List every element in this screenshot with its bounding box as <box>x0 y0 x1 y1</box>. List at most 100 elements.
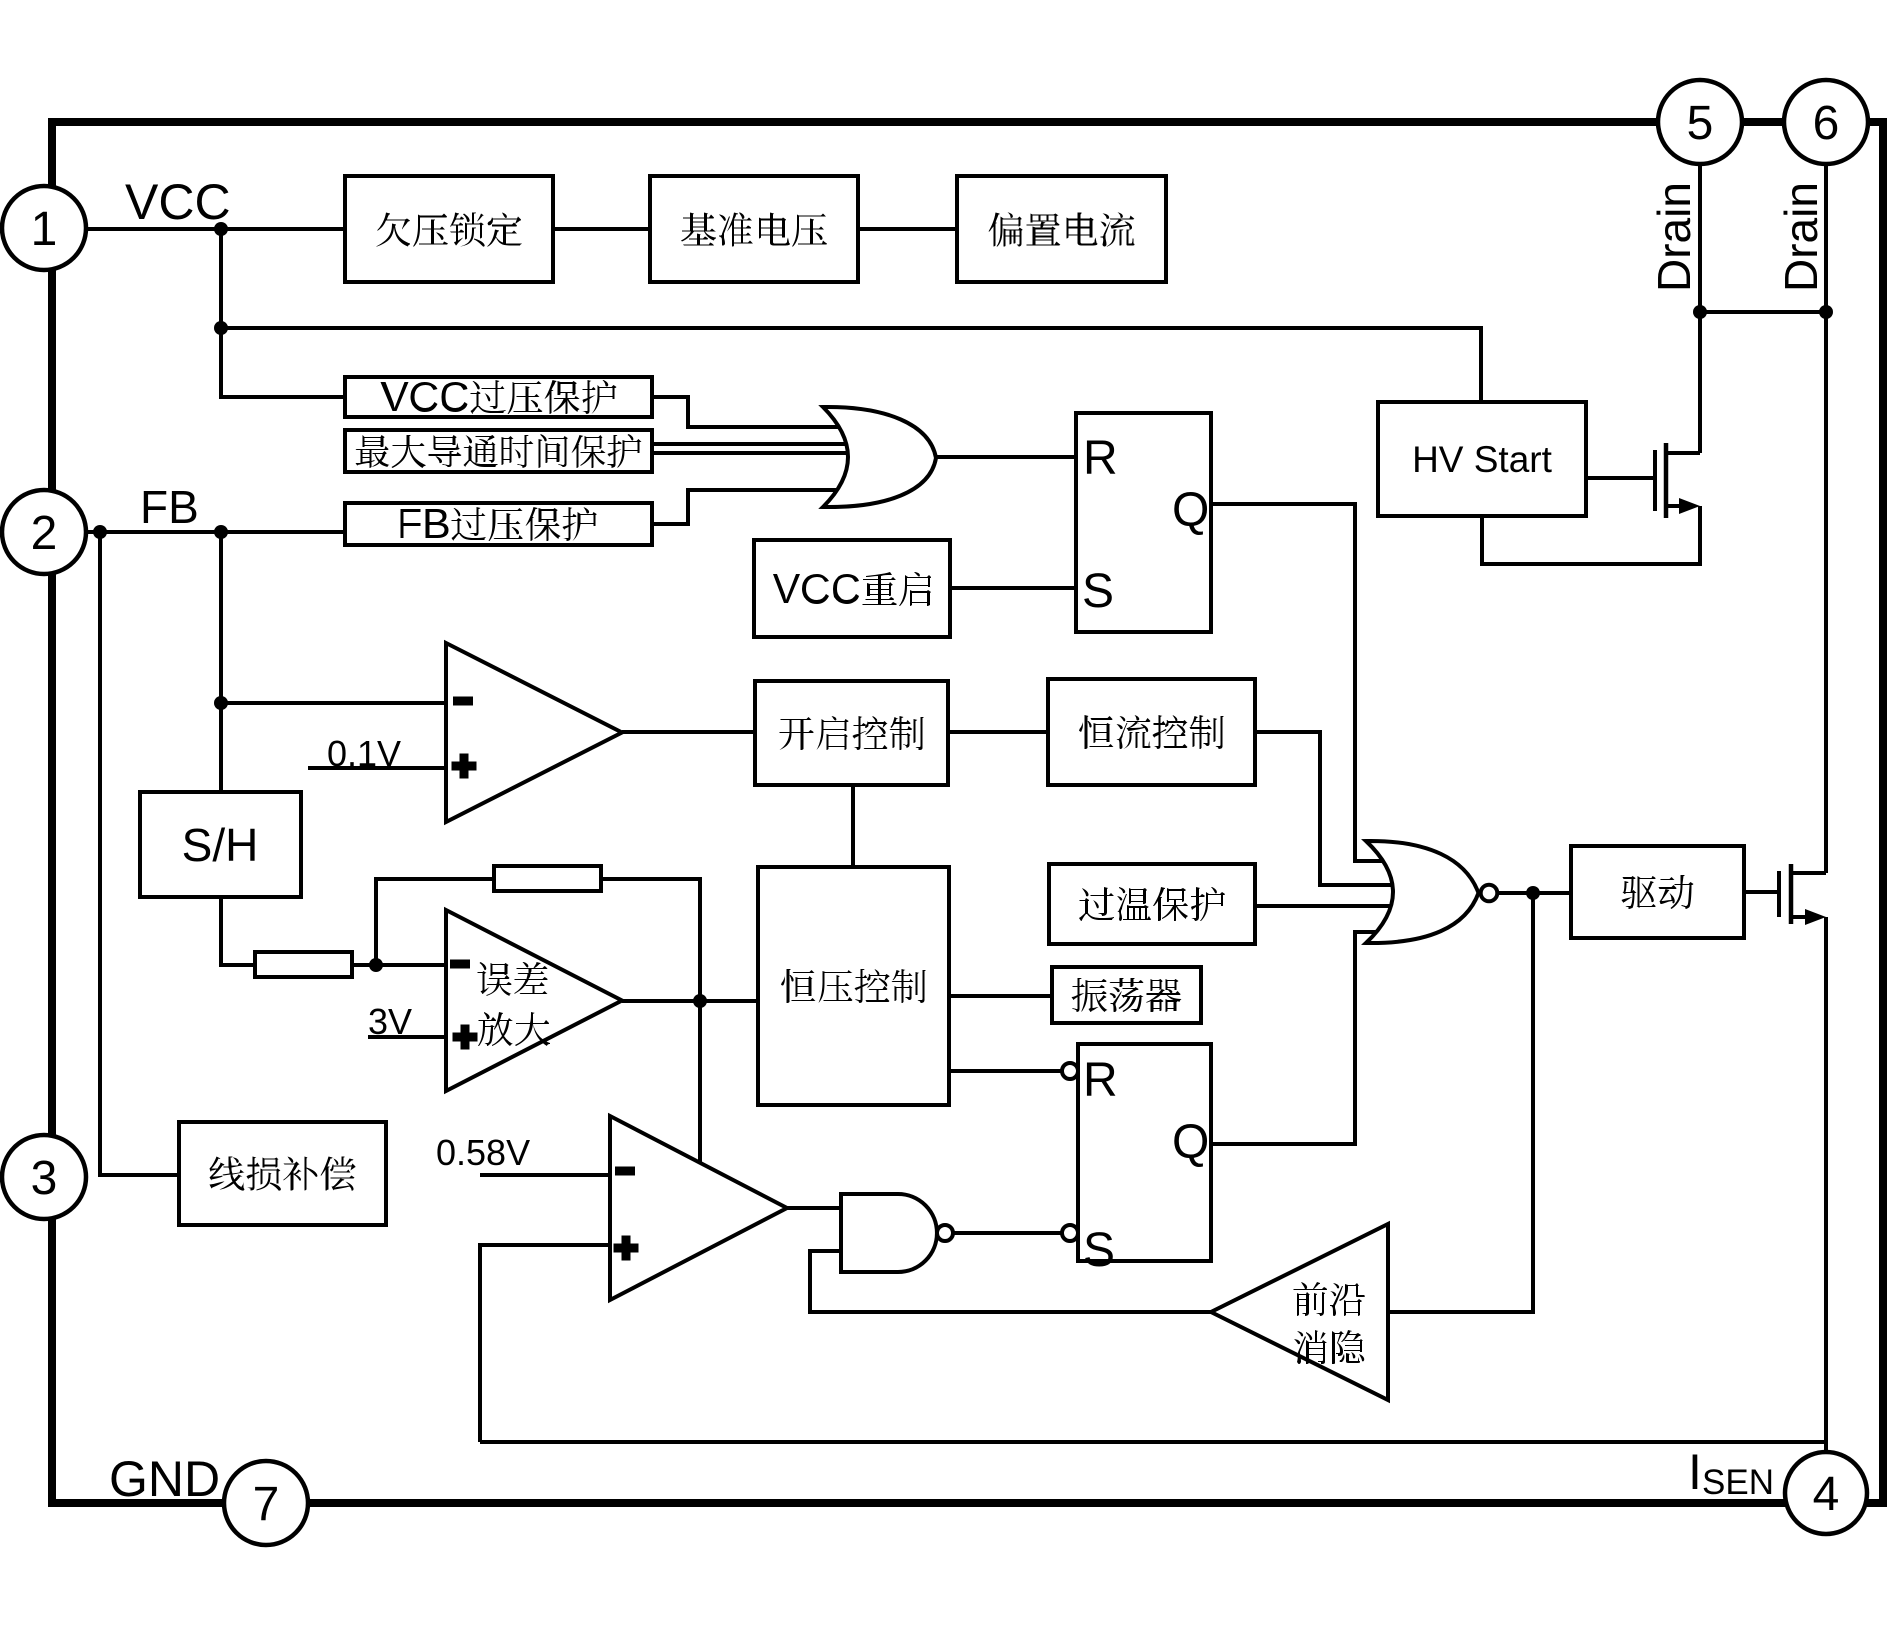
block-latch1 <box>1074 411 1213 634</box>
label-error-amp-2 <box>478 1012 550 1046</box>
latch1-q-label: Q <box>1172 484 1209 537</box>
label-error-amp-1 <box>477 962 548 996</box>
pin-2-label: FB <box>140 481 199 533</box>
latch2-r-bubble <box>1060 1061 1080 1081</box>
nor-gate-bubble <box>1478 882 1500 904</box>
block-vcc-restart <box>752 538 952 639</box>
label-leb-2-glyphs <box>1294 1330 1365 1364</box>
pin-7-number: 7 <box>253 1478 280 1531</box>
label-sample-hold: S/H <box>182 819 259 871</box>
error-amp-plus-sign <box>452 1024 478 1050</box>
junction-dot <box>214 525 228 539</box>
label-vcc-ovp <box>380 380 617 414</box>
resistor-1 <box>253 950 354 979</box>
hv-start-mosfet <box>1653 443 1700 518</box>
label-otp-glyphs <box>1079 887 1225 921</box>
pin-4-label-subscript: SEN <box>1702 1463 1774 1502</box>
label-driver <box>1621 875 1694 909</box>
label-line-comp <box>209 1156 356 1191</box>
label-error-amp-2-glyphs <box>478 1012 550 1046</box>
wire-vccovp-or <box>652 395 856 429</box>
nor-gate <box>1361 838 1481 946</box>
junction-dot <box>693 994 707 1008</box>
error-amp-minus-sign <box>450 959 470 969</box>
wire-latch1-q-nor <box>1211 502 1402 863</box>
pin-4-number: 4 <box>1813 1468 1840 1521</box>
latch2-r-label: R <box>1083 1054 1118 1107</box>
pin-2-number: 2 <box>31 507 58 560</box>
block-line-comp <box>177 1120 388 1227</box>
comparator-1-plus-sign <box>451 753 477 779</box>
wire-comp3-plus <box>478 1243 610 1442</box>
latch1-s-label: S <box>1082 565 1114 618</box>
pin-1-number: 1 <box>31 203 58 256</box>
pin-2-circle <box>0 487 89 577</box>
label-cc-control <box>1079 715 1224 749</box>
label-vref <box>681 212 827 247</box>
label-max-on-time <box>355 434 642 468</box>
latch2-q-label: Q <box>1172 1116 1209 1169</box>
label-vcc-restart <box>773 572 931 606</box>
junction-dot <box>214 321 228 335</box>
logic-gates <box>444 404 1500 1404</box>
label-leb-2 <box>1294 1330 1365 1364</box>
pin-7-circle <box>221 1458 311 1548</box>
block-bias <box>955 174 1168 284</box>
comparator-3-minus-sign <box>615 1166 635 1176</box>
wire-leb-nand <box>808 1249 1211 1314</box>
block-uvlo <box>343 174 555 284</box>
label-fb-ovp <box>400 507 597 541</box>
label-leb-1-glyphs <box>1293 1282 1365 1316</box>
block-cc-control <box>1046 677 1257 787</box>
block-driver <box>1569 844 1746 940</box>
pin-4-label: I <box>1688 1444 1702 1500</box>
label-bias-glyphs <box>988 212 1135 247</box>
main-mosfet <box>1777 864 1826 925</box>
label-oscillator-glyphs <box>1071 978 1182 1012</box>
block-vref <box>648 174 860 284</box>
comparator-3-plus-sign <box>613 1235 639 1261</box>
label-max-on-time-glyphs <box>355 434 642 468</box>
label-leb-1 <box>1293 1282 1365 1316</box>
polarity-marks <box>450 696 639 1261</box>
label-oscillator <box>1071 978 1182 1012</box>
wire-resistor2-out <box>601 877 702 1001</box>
junction-dot <box>1693 305 1707 319</box>
block-hv-start <box>1376 400 1588 518</box>
wires <box>86 164 1828 1452</box>
label-vcc-restart-glyphs <box>773 572 931 606</box>
comparator-1-minus-sign <box>453 696 473 706</box>
wire-fb-linecomp <box>98 532 179 1177</box>
wire-fbovp-or <box>652 488 856 526</box>
wire-feedback-up <box>374 877 494 965</box>
ref-comp1-plus: 0.1V <box>327 733 401 774</box>
pin-1-label: VCC <box>125 174 231 230</box>
label-vref-glyphs <box>681 212 827 247</box>
block-otp <box>1047 862 1257 946</box>
junction-dot <box>1819 305 1833 319</box>
label-error-amp-1-glyphs <box>477 962 548 996</box>
wire-sh-resistor1 <box>219 897 255 967</box>
resistor-2 <box>492 864 603 893</box>
label-fb-ovp-glyphs <box>400 507 597 541</box>
ref-comp3-minus: 0.58V <box>436 1132 530 1173</box>
block-max-on-time <box>343 428 654 474</box>
ref-error-amp-plus: 3V <box>368 1001 412 1042</box>
latch2-s-label: S <box>1083 1224 1115 1277</box>
label-on-control-glyphs <box>779 716 924 750</box>
junction-dot <box>214 222 228 236</box>
label-bias <box>988 212 1135 247</box>
label-on-control <box>779 716 924 750</box>
hv-start-mosfet-source-arrow <box>1679 498 1700 514</box>
wire-ccctrl-nor <box>1255 730 1402 887</box>
block-latch2 <box>1076 1042 1213 1263</box>
latch1-r-label: R <box>1083 432 1118 485</box>
junction-dot <box>369 958 383 972</box>
comparator-3 <box>608 1112 792 1304</box>
ic-boundary <box>48 118 1887 1507</box>
pin-5-circle <box>1655 77 1745 167</box>
pin-7-label: GND <box>109 1451 220 1507</box>
comparator-1 <box>444 639 627 826</box>
